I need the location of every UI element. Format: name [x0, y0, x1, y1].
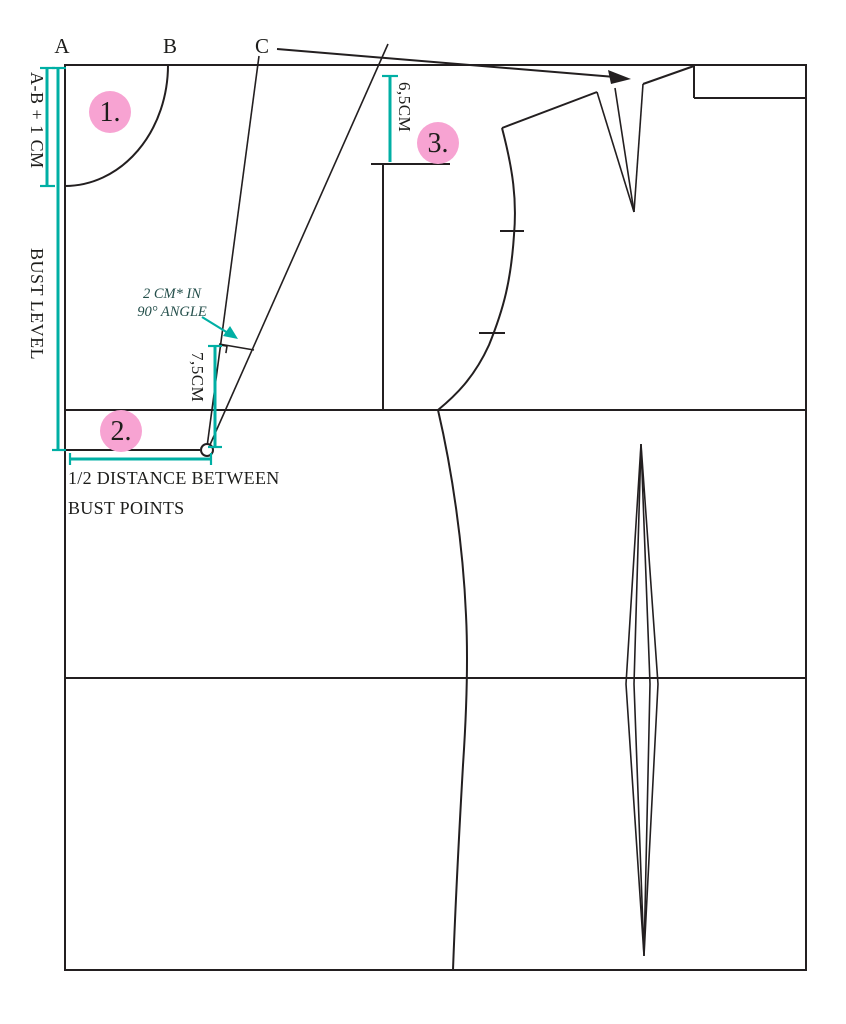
- neckline-curve: [64, 64, 169, 187]
- shoulder-dart-leg-1: [596, 91, 635, 213]
- step-badge-1: [89, 91, 131, 133]
- measure-half-distance-line: [68, 453, 213, 465]
- label-half-distance-line1: 1/2 DISTANCE BETWEEN: [68, 468, 280, 488]
- step-label-1: 1.: [100, 97, 121, 128]
- annotation-arrow: [201, 316, 238, 339]
- direction-arrowhead-icon: [608, 70, 631, 84]
- measure-bust-level-line: [52, 66, 66, 452]
- pattern-block-outline: [64, 64, 807, 971]
- label-angle-note-line2: 90° ANGLE: [137, 304, 207, 320]
- step-label-2: 2.: [111, 416, 132, 447]
- point-label-c: C: [255, 34, 269, 58]
- side-seam-curve: [437, 409, 468, 971]
- measure-dart-line: [208, 344, 222, 449]
- waist-dart-inner: [633, 443, 651, 957]
- label-half-distance-line2: BUST POINTS: [68, 498, 185, 518]
- point-label-b: B: [163, 34, 177, 58]
- step-badge-3: [417, 122, 459, 164]
- diagonal-guide-line: [208, 43, 389, 448]
- label-6-5cm: 6,5CM: [395, 82, 414, 132]
- front-shoulder-line: [501, 91, 598, 129]
- shoulder-dart-leg-2: [614, 87, 635, 213]
- label-bust-level: BUST LEVEL: [27, 248, 47, 360]
- measure-shoulder-line: [382, 74, 398, 162]
- waist-dart-outer: [625, 443, 659, 957]
- shoulder-dart-leg-3: [633, 83, 644, 213]
- back-shoulder-line: [642, 65, 695, 85]
- armhole-curve: [437, 127, 516, 411]
- annotation-arrowhead-icon: [223, 326, 238, 339]
- label-angle-note-line1: 2 CM* IN: [143, 286, 202, 302]
- step-label-3: 3.: [428, 128, 449, 159]
- right-angle-mark-icon: [219, 344, 228, 354]
- label-ab-plus-1cm: A-B + 1 CM: [27, 72, 47, 169]
- point-label-a: A: [54, 34, 70, 58]
- step-badge-2: [100, 410, 142, 452]
- direction-arrow-line: [276, 48, 616, 78]
- label-7-5cm: 7,5CM: [188, 352, 207, 402]
